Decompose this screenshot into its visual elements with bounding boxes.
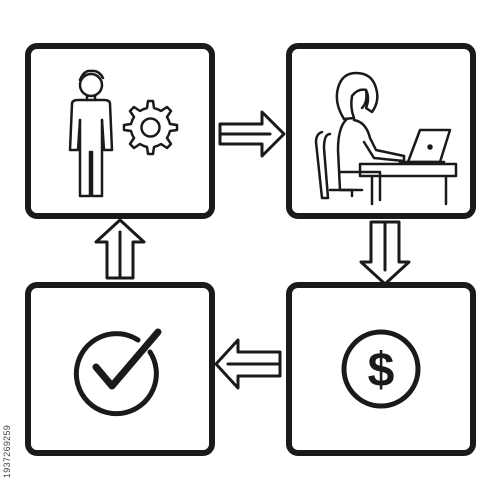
arrow-left-icon <box>214 338 282 390</box>
step-box-payment <box>286 282 476 456</box>
stock-image-id: 1937269259 <box>2 424 12 478</box>
gear-icon <box>122 99 179 156</box>
arrow-down-icon <box>359 220 411 286</box>
dollar-coin-icon <box>341 329 421 409</box>
woman-at-laptop-icon <box>314 71 458 206</box>
dollar-sign-icon: $ <box>368 344 395 397</box>
arrow-right-icon <box>218 110 286 158</box>
checkmark-circle-icon <box>73 328 162 417</box>
step-box-work <box>286 43 476 219</box>
svg-text:$: $ <box>368 344 395 397</box>
arrow-up-icon <box>94 218 146 280</box>
step-box-approval <box>25 282 215 456</box>
step-box-setup <box>25 43 215 219</box>
person-with-gear-icon <box>68 69 179 198</box>
